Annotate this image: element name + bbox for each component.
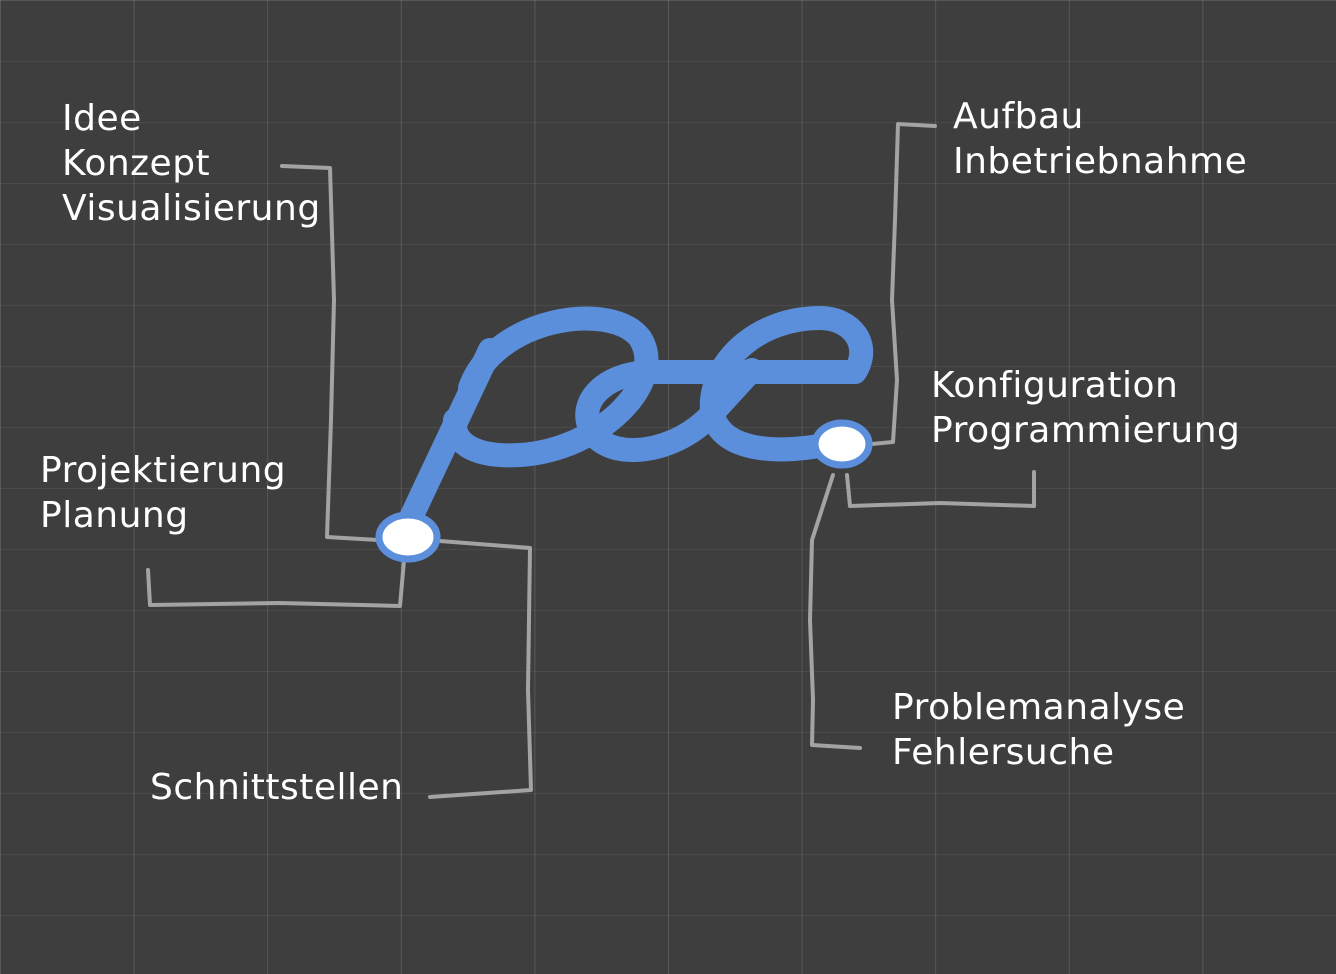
connector-aufbau <box>870 122 937 446</box>
label-idee: Idee <box>62 98 142 139</box>
connector-idee <box>280 164 380 542</box>
label-konzept: Konzept <box>62 143 211 184</box>
label-konfiguration-programmierung: Konfiguration Programmierung <box>931 363 1240 453</box>
label-inbetriebnahme: Inbetriebnahme <box>953 141 1248 182</box>
label-fehlersuche: Fehlersuche <box>892 732 1115 773</box>
label-visualisierung: Visualisierung <box>62 188 321 229</box>
node-left <box>375 511 441 563</box>
connector-problemanalyse <box>808 473 862 750</box>
connector-schnittstellen <box>428 539 533 799</box>
label-projektierung-planung: Projektierung Planung <box>40 448 286 538</box>
label-konfiguration: Konfiguration <box>931 365 1179 406</box>
node-right <box>811 419 873 469</box>
label-problemanalyse-fehlersuche: Problemanalyse Fehlersuche <box>892 685 1185 775</box>
pae-logo <box>394 306 873 540</box>
label-schnittstellen: Schnittstellen <box>150 767 404 808</box>
label-planung: Planung <box>40 495 189 536</box>
connector-projektierung <box>146 558 406 608</box>
label-programmierung: Programmierung <box>931 410 1241 451</box>
label-projektierung: Projektierung <box>40 450 287 491</box>
connector-konfiguration <box>845 470 1036 508</box>
logo-a-bowl <box>575 358 764 462</box>
label-aufbau: Aufbau <box>953 96 1084 137</box>
logo-e <box>640 306 873 462</box>
label-schnittstellen-group: Schnittstellen <box>150 765 404 810</box>
label-problemanalyse: Problemanalyse <box>892 687 1186 728</box>
label-idee-konzept: Idee Konzept Visualisierung <box>62 96 321 231</box>
label-aufbau-inbetriebnahme: Aufbau Inbetriebnahme <box>953 94 1247 184</box>
